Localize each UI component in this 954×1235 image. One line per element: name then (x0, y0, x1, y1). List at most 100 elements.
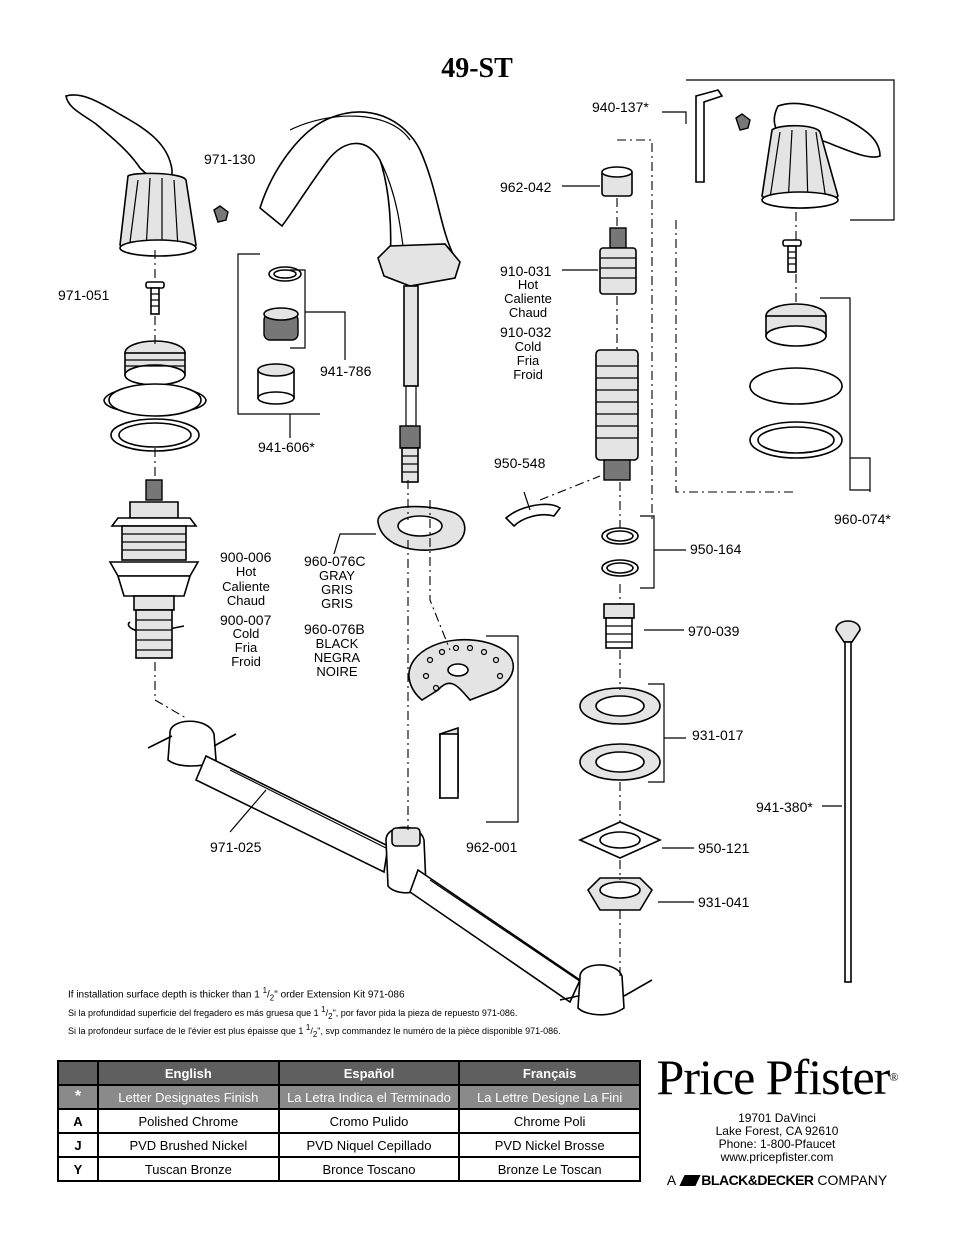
cold-label-b2: Fria (235, 640, 258, 655)
label-971-025: 971-025 (210, 839, 262, 855)
bracket-960-074-tail (849, 458, 870, 491)
label-962-001: 962-001 (466, 839, 518, 855)
price-pfister-logo: Price Pfister® (656, 1049, 899, 1105)
waterway-971-025 (147, 720, 653, 1016)
hot-label-1: Hot (518, 277, 539, 292)
header-english: English (97, 1060, 280, 1086)
table-row: J PVD Brushed Nickel PVD Niquel Cepillad… (57, 1132, 641, 1158)
finish-french: Bronze Le Toscan (458, 1156, 641, 1182)
finish-spanish: Bronce Toscano (277, 1156, 461, 1182)
leader-960-076c (333, 533, 376, 555)
black-label-3: NOIRE (316, 664, 358, 679)
black-and-decker-mark-icon (679, 1175, 701, 1186)
label-960-076b: 960-076B (304, 621, 365, 637)
washers-931-017 (579, 687, 661, 781)
lift-rod-941-380 (835, 620, 861, 983)
hot-label-b1: Hot (236, 564, 257, 579)
black-label-1: BLACK (316, 636, 359, 651)
square-washer-950-121 (578, 821, 662, 859)
label-970-039: 970-039 (688, 623, 740, 639)
leader-971-025 (229, 789, 267, 833)
bracket-950-164 (640, 515, 686, 589)
adapter-970-039 (603, 603, 635, 649)
finish-table: English Español Français * Letter Design… (57, 1060, 641, 1182)
part-labels: 971-130 971-051 941-786 941-606* 940-137… (58, 99, 891, 910)
note-spanish: Si la profundidad superficie del fregade… (68, 1005, 518, 1021)
leader-940-137 (662, 111, 687, 124)
label-931-017: 931-017 (692, 727, 744, 743)
bracket-941-786 (290, 269, 346, 360)
left-bonnet-stack (103, 340, 207, 452)
legend-spanish: La Letra Indica el Terminado (277, 1084, 461, 1110)
black-label-2: NEGRA (314, 650, 361, 665)
hot-label-3: Chaud (509, 305, 547, 320)
right-bonnet-stack-960-074 (749, 303, 843, 459)
left-valve-cartridge-900-006 (108, 479, 200, 659)
hot-label-b2: Caliente (222, 579, 270, 594)
legend-french: La Lettre Designe La Fini (458, 1084, 641, 1110)
parent-company: A BLACK&DECKER COMPANY (666, 1172, 888, 1188)
handle-box-outline (686, 79, 895, 221)
exploded-parts-diagram: 49-ST (58, 53, 895, 1016)
company-address: 19701 DaVinci Lake Forest, CA 92610 Phon… (650, 1112, 904, 1164)
label-950-121: 950-121 (698, 840, 750, 856)
hot-label-b3: Chaud (227, 593, 265, 608)
finish-english: PVD Brushed Nickel (97, 1132, 280, 1158)
finish-table-corner (57, 1060, 99, 1086)
mounting-bracket-962-001 (408, 638, 515, 800)
legend-english: Letter Designates Finish (97, 1084, 280, 1110)
bracket-931-017 (648, 683, 686, 783)
finish-table-header: English Español Français (57, 1060, 641, 1086)
spout-shank-and-hose (399, 285, 421, 483)
label-900-006: 900-006 (220, 549, 272, 565)
gray-label-3: GRIS (321, 596, 353, 611)
finish-spanish: PVD Niquel Cepillado (277, 1132, 461, 1158)
label-931-041: 931-041 (698, 894, 750, 910)
bonnet-nut-962-042 (601, 166, 633, 197)
note-french: Si la profondeur surface de le l'évier e… (68, 1023, 561, 1039)
header-french: Français (458, 1060, 641, 1086)
address-line: 19701 DaVinci (738, 1111, 816, 1125)
label-950-164: 950-164 (690, 541, 742, 557)
handle-set-screw-971-130 (213, 205, 229, 223)
finish-english: Tuscan Bronze (97, 1156, 280, 1182)
cold-label-b3: Froid (231, 654, 261, 669)
allen-wrench-940-137 (695, 89, 724, 183)
gray-label-2: GRIS (321, 582, 353, 597)
spout-escutcheon-960-076c (377, 505, 466, 551)
label-941-606: 941-606* (258, 439, 315, 455)
finish-french: PVD Nickel Brosse (458, 1132, 641, 1158)
address-line: Lake Forest, CA 92610 (715, 1124, 839, 1138)
bracket-962-001 (486, 635, 519, 823)
cold-label-2: Fria (517, 353, 540, 368)
spout (259, 111, 461, 287)
cold-label-1: Cold (515, 339, 542, 354)
aerator-parts-941-786 (257, 266, 302, 405)
finish-english: Polished Chrome (97, 1108, 280, 1134)
retaining-clip-950-548 (504, 491, 562, 528)
note-english: If installation surface depth is thicker… (68, 986, 405, 1003)
bracket-941-606 (237, 253, 320, 438)
label-941-786: 941-786 (320, 363, 372, 379)
finish-code: J (57, 1132, 99, 1158)
finish-code: Y (57, 1156, 99, 1182)
label-971-130: 971-130 (204, 151, 256, 167)
left-handle (65, 94, 197, 257)
gray-label-1: GRAY (319, 568, 355, 583)
finish-french: Chrome Poli (458, 1108, 641, 1134)
table-row: A Polished Chrome Cromo Pulido Chrome Po… (57, 1108, 641, 1134)
right-handle (735, 102, 881, 209)
label-960-076c: 960-076C (304, 553, 366, 569)
right-handle-screw (782, 239, 802, 273)
label-900-007: 900-007 (220, 612, 272, 628)
label-910-031: 910-031 (500, 263, 552, 279)
label-971-051: 971-051 (58, 287, 110, 303)
label-941-380: 941-380* (756, 799, 813, 815)
header-spanish: Español (277, 1060, 461, 1086)
finish-table-legend-row: * Letter Designates Finish La Letra Indi… (57, 1084, 641, 1110)
finish-spanish: Cromo Pulido (277, 1108, 461, 1134)
table-row: Y Tuscan Bronze Bronce Toscano Bronze Le… (57, 1156, 641, 1182)
hot-label-2: Caliente (504, 291, 552, 306)
locknut-931-041 (586, 877, 654, 911)
o-rings-950-164 (601, 527, 639, 577)
